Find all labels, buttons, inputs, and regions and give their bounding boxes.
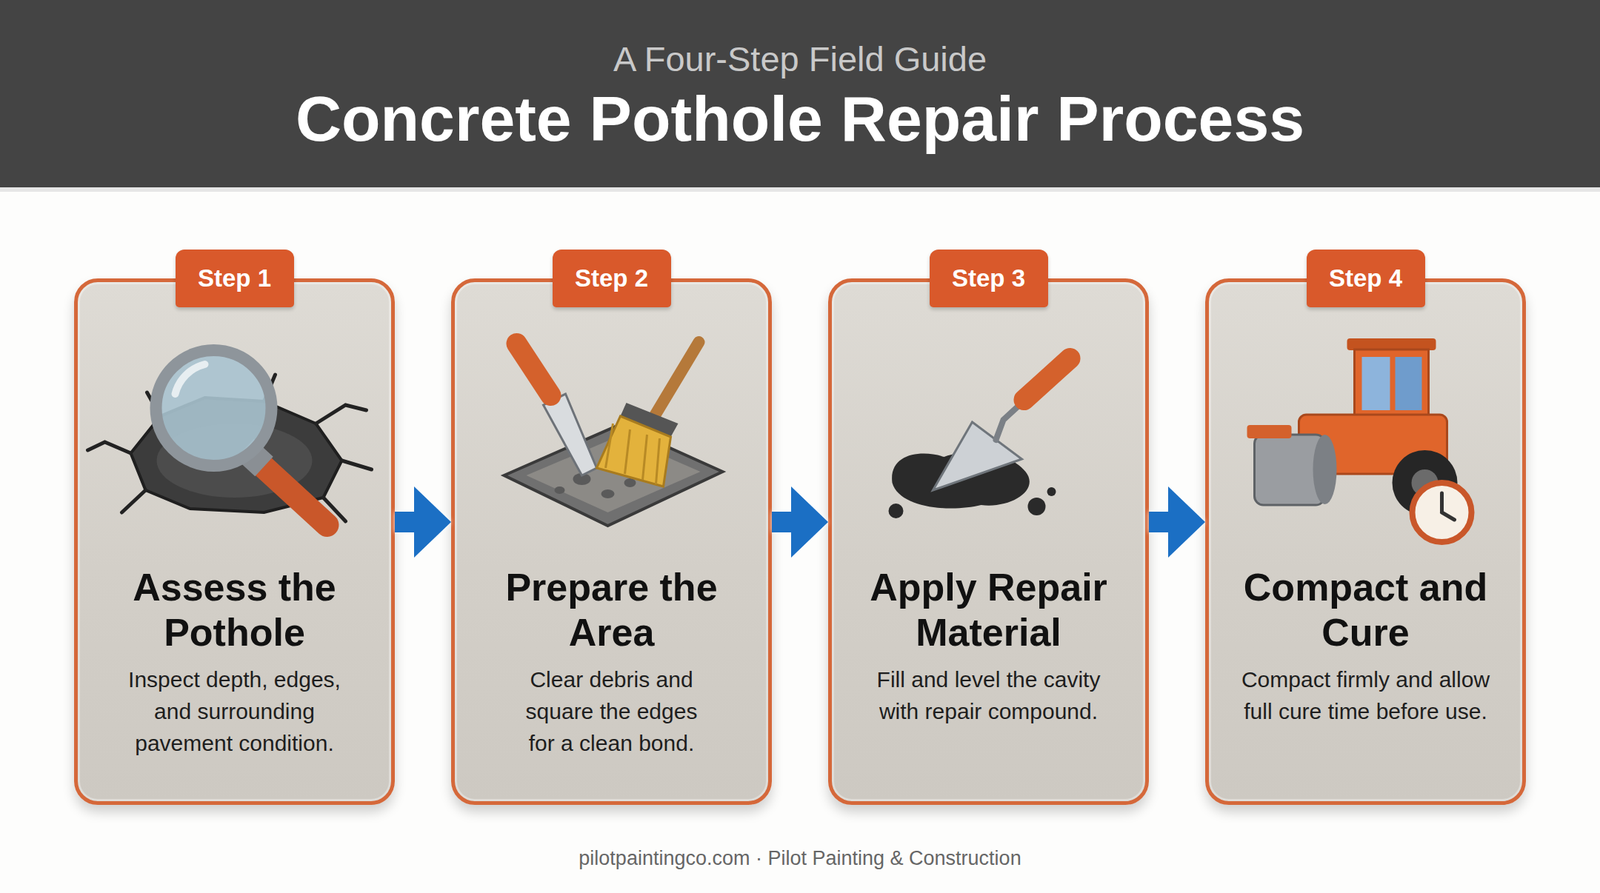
flow-arrow [771, 511, 829, 533]
compound-drop [1047, 487, 1057, 497]
chisel-handle [517, 343, 552, 396]
diagram-title: Concrete Pothole Repair Process [0, 80, 1600, 158]
compound-puddle [891, 451, 1030, 509]
flow-arrow [1148, 511, 1206, 533]
flow-arrow [394, 511, 452, 533]
roller-drum [1254, 434, 1326, 506]
cab-window [1362, 357, 1391, 411]
compound-drop [1028, 497, 1046, 516]
rear-wheel [1392, 450, 1458, 516]
trowel-shank [996, 402, 1023, 440]
debris-stone [554, 486, 566, 495]
step-description: Compact firmly and allow full cure time … [1234, 663, 1498, 728]
step-badge: Step 3 [929, 249, 1049, 308]
brush-bristles [597, 416, 672, 487]
step-heading: Prepare the Area [471, 565, 753, 656]
clock-face [1412, 482, 1472, 543]
debris-stone [573, 473, 592, 486]
cab-window [1395, 357, 1423, 411]
step-card: Step 2Prepare the AreaClear debris and s… [451, 278, 772, 806]
brush-handle [654, 342, 700, 417]
step-heading: Assess the Pothole [94, 565, 376, 656]
prepare-icon [504, 342, 723, 526]
tray-floor [526, 436, 701, 513]
pothole-floor [157, 423, 313, 498]
apply-icon [888, 358, 1071, 519]
drum-end [1313, 434, 1338, 505]
tray-shape [504, 425, 723, 526]
chisel-blade [543, 394, 598, 476]
footer-credit: pilotpaintingco.com · Pilot Painting & C… [0, 847, 1600, 871]
step-card: Step 4Compact and CureCompact firmly and… [1205, 278, 1526, 806]
step-badge: Step 4 [1306, 249, 1426, 308]
clock-hands [1442, 493, 1455, 520]
bristle-lines [605, 423, 660, 485]
step-badge: Step 2 [552, 249, 672, 308]
header-band [0, 0, 1600, 188]
magnifier-ferrule [245, 448, 265, 467]
magnifier-lens [156, 350, 272, 466]
crack-lines [88, 374, 372, 522]
step-description: Fill and level the cavity with repair co… [857, 663, 1120, 728]
step-card: Step 3Apply Repair MaterialFill and leve… [828, 278, 1149, 806]
roller-body [1299, 414, 1448, 475]
step-description: Clear debris and square the edges for a … [478, 663, 746, 760]
debris-stone [624, 478, 637, 488]
trowel-handle [1024, 358, 1071, 400]
trowel-blade [933, 422, 1023, 491]
inspect-icon [88, 350, 372, 526]
debris-stone [601, 489, 615, 499]
compound-drop [888, 503, 904, 519]
cab-roof [1347, 338, 1437, 351]
drum-frame [1247, 425, 1292, 439]
wheel-hub [1411, 469, 1439, 497]
header-shadow [0, 187, 1600, 192]
step-badge: Step 1 [175, 249, 295, 308]
step-card: Step 1Assess the PotholeInspect depth, e… [74, 278, 395, 806]
lens-highlight [175, 364, 206, 395]
pothole-shape [131, 397, 343, 513]
cab-frame [1354, 349, 1429, 417]
step-heading: Apply Repair Material [848, 565, 1130, 656]
brush-back [620, 402, 679, 438]
step-description: Inspect depth, edges, and surrounding pa… [106, 663, 363, 760]
magnifier-handle [255, 459, 328, 526]
step-heading: Compact and Cure [1225, 565, 1507, 656]
compact-icon [1247, 338, 1472, 543]
subtitle-text: A Four-Step Field Guide [0, 38, 1600, 80]
